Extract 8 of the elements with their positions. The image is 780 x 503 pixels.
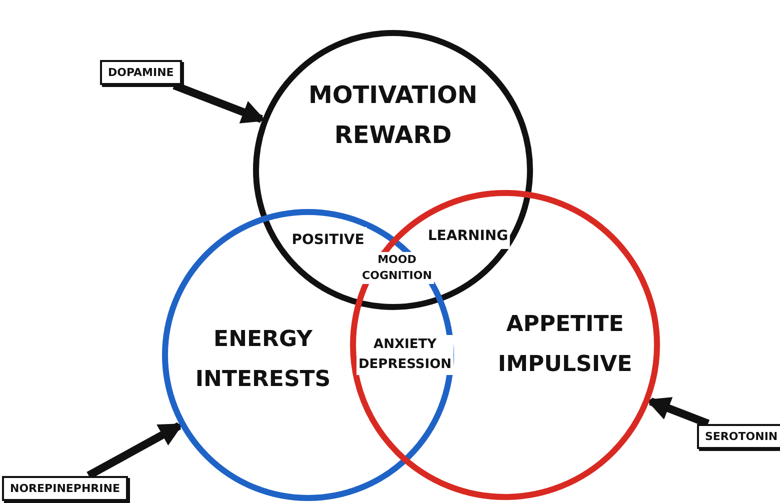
label-box: SEROTONIN [697,424,780,449]
label-box: NOREPINEPHRINE [2,476,128,501]
circle-label: APPETITE IMPULSIVE [498,311,632,379]
label-box: DOPAMINE [100,60,182,85]
overlap-label: ANXIETY DEPRESSION [356,335,454,375]
circle-label: MOTIVATION REWARD [308,80,478,151]
circle-label: ENERGY INTERESTS [195,326,331,394]
overlap-label: MOOD COGNITION [360,252,434,284]
